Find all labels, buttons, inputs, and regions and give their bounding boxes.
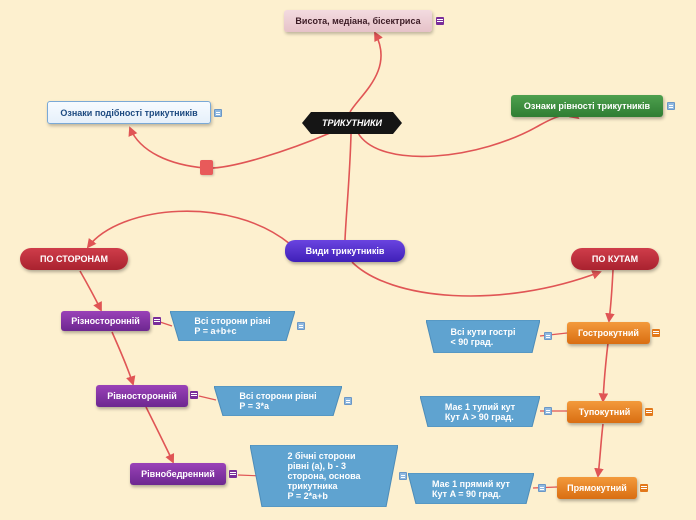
node-label: Гострокутний: [578, 328, 639, 338]
node-by-angles[interactable]: ПО КУТАМ: [571, 248, 659, 270]
node-height-median-bisector[interactable]: Висота, медіана, бісектриса: [284, 10, 432, 32]
link-sides-item1: [79, 270, 102, 312]
note-icon[interactable]: [344, 397, 352, 405]
node-isosceles[interactable]: Рівнобедренний: [130, 463, 226, 485]
collapsed-marker[interactable]: [200, 160, 213, 175]
link-central-types: [344, 133, 352, 241]
link-types-angles: [351, 261, 602, 297]
central-label: ТРИКУТНИКИ: [321, 118, 383, 128]
note-scalene: Всі сторони різні P = a+b+c: [170, 311, 295, 341]
node-label: Ознаки подібності трикутників: [60, 107, 198, 118]
node-label: ПО КУТАМ: [591, 254, 639, 264]
note-text: Має 1 прямий кут Кут A = 90 град.: [432, 478, 510, 499]
note-text: Всі сторони рівні P = 3*a: [239, 391, 317, 411]
node-label: Висота, медіана, бісектриса: [295, 16, 421, 26]
node-label: Прямокутний: [567, 483, 627, 493]
note-icon[interactable]: [297, 322, 305, 330]
link-item1-item2: [111, 331, 136, 386]
node-label: Рівнобедренний: [141, 469, 215, 479]
note-isosceles: 2 бічні сторони рівні (a), b - 3 сторона…: [250, 445, 398, 507]
link-angles-item2: [598, 342, 609, 403]
note-equilateral: Всі сторони рівні P = 3*a: [214, 386, 342, 416]
node-obtuse[interactable]: Тупокутний: [567, 401, 642, 423]
central-shape: [302, 112, 402, 134]
node-acute[interactable]: Гострокутний: [567, 322, 650, 344]
note-text: 2 бічні сторони рівні (a), b - 3 сторона…: [287, 451, 361, 501]
node-by-sides[interactable]: ПО СТОРОНАМ: [20, 248, 128, 270]
node-scalene[interactable]: Різносторонній: [61, 311, 150, 331]
node-similarity-signs[interactable]: Ознаки подібності трикутників: [47, 101, 211, 124]
note-icon[interactable]: [645, 408, 653, 416]
link-central-left: [128, 126, 331, 169]
link-angles-item3: [594, 423, 604, 478]
note-icon[interactable]: [652, 329, 660, 337]
node-label: Різносторонній: [71, 316, 140, 326]
note-icon[interactable]: [436, 17, 444, 25]
note-icon[interactable]: [667, 102, 675, 110]
note-icon[interactable]: [640, 484, 648, 492]
note-right: Має 1 прямий кут Кут A = 90 град.: [408, 473, 534, 504]
link-angles-item1: [605, 269, 615, 323]
note-icon[interactable]: [399, 472, 407, 480]
note-icon[interactable]: [229, 470, 237, 478]
note-icon[interactable]: [190, 391, 198, 399]
note-icon[interactable]: [538, 484, 546, 492]
note-text: Всі кути гострі < 90 град.: [450, 326, 516, 347]
note-icon[interactable]: [544, 332, 552, 340]
node-label: Рівносторонній: [107, 391, 177, 401]
link-central-top: [349, 31, 383, 113]
node-triangle-types[interactable]: Види трикутників: [285, 240, 405, 262]
central-topic[interactable]: ТРИКУТНИКИ: [302, 112, 402, 134]
note-text: Всі сторони різні P = a+b+c: [194, 316, 271, 336]
note-link-1: [159, 321, 173, 327]
note-text: Має 1 тупий кут Кут A > 90 град.: [444, 401, 516, 422]
node-label: Ознаки рівності трикутників: [523, 101, 651, 111]
node-label: ПО СТОРОНАМ: [40, 254, 108, 264]
note-link-2: [198, 395, 217, 401]
node-label: Види трикутників: [305, 246, 385, 256]
link-types-sides: [86, 210, 291, 249]
note-acute: Всі кути гострі < 90 град.: [426, 320, 540, 353]
node-right[interactable]: Прямокутний: [557, 477, 637, 499]
note-obtuse: Має 1 тупий кут Кут A > 90 град.: [420, 396, 540, 427]
node-label: Тупокутний: [578, 407, 631, 417]
note-icon[interactable]: [544, 407, 552, 415]
note-icon[interactable]: [214, 109, 222, 117]
node-equilateral[interactable]: Рівносторонній: [96, 385, 188, 407]
node-equality-signs[interactable]: Ознаки рівності трикутників: [511, 95, 663, 117]
link-item2-item3: [145, 406, 175, 464]
note-icon[interactable]: [153, 317, 161, 325]
